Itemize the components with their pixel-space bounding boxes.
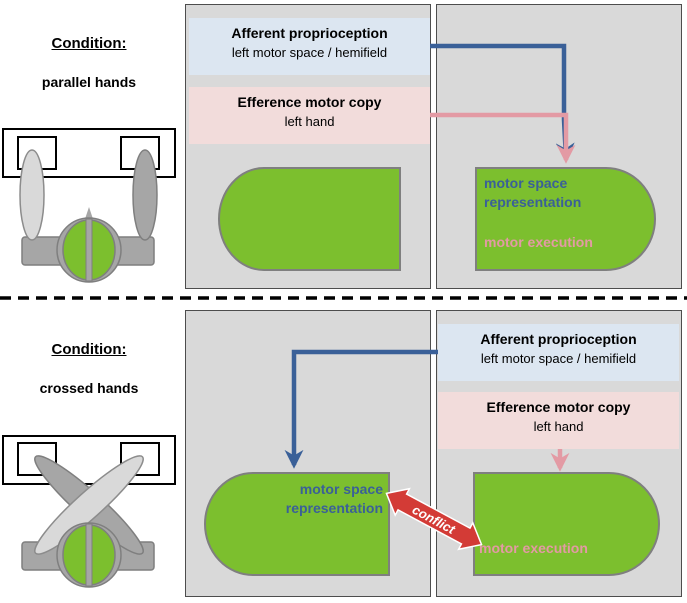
crossed-hands-figure	[2, 435, 176, 588]
top-motor-execution-label: motor execution	[484, 234, 593, 250]
conflict-double-arrow: conflict	[385, 487, 483, 551]
top-left-motor-shape	[218, 167, 401, 271]
bottom-left-motor-shape	[204, 472, 390, 576]
bottom-efference-box: Efference motor copy left hand	[438, 392, 679, 449]
bottom-efference-subtitle: left hand	[533, 419, 584, 434]
top-efference-subtitle: left hand	[284, 114, 335, 129]
top-afferent-box: Afferent proprioception left motor space…	[189, 18, 430, 75]
bottom-motor-space-label: motor space representation	[285, 481, 383, 516]
top-condition-title: Condition:	[51, 35, 127, 52]
bottom-afferent-box: Afferent proprioception left motor space…	[438, 324, 679, 381]
top-efference-title: Efference motor copy	[237, 94, 382, 110]
top-afferent-title: Afferent proprioception	[231, 25, 388, 41]
top-condition-name: parallel hands	[41, 74, 137, 90]
parallel-hands-figure	[2, 128, 176, 283]
bottom-condition-name: crossed hands	[39, 380, 139, 396]
top-right-motor-shape	[475, 167, 656, 271]
top-afferent-subtitle: left motor space / hemifield	[231, 45, 388, 60]
bottom-efference-title: Efference motor copy	[486, 399, 631, 415]
bottom-afferent-arrow	[284, 349, 438, 469]
bottom-afferent-title: Afferent proprioception	[480, 331, 637, 347]
top-motor-space-label: motor space representation	[484, 175, 582, 210]
bottom-afferent-subtitle: left motor space / hemifield	[480, 351, 637, 366]
top-afferent-arrow	[430, 43, 575, 162]
bottom-condition-title: Condition:	[51, 341, 127, 358]
bottom-right-motor-shape	[473, 472, 660, 576]
top-efference-box: Efference motor copy left hand	[189, 87, 430, 144]
top-efference-arrow	[430, 112, 576, 164]
bottom-motor-execution-label: motor execution	[479, 540, 588, 556]
